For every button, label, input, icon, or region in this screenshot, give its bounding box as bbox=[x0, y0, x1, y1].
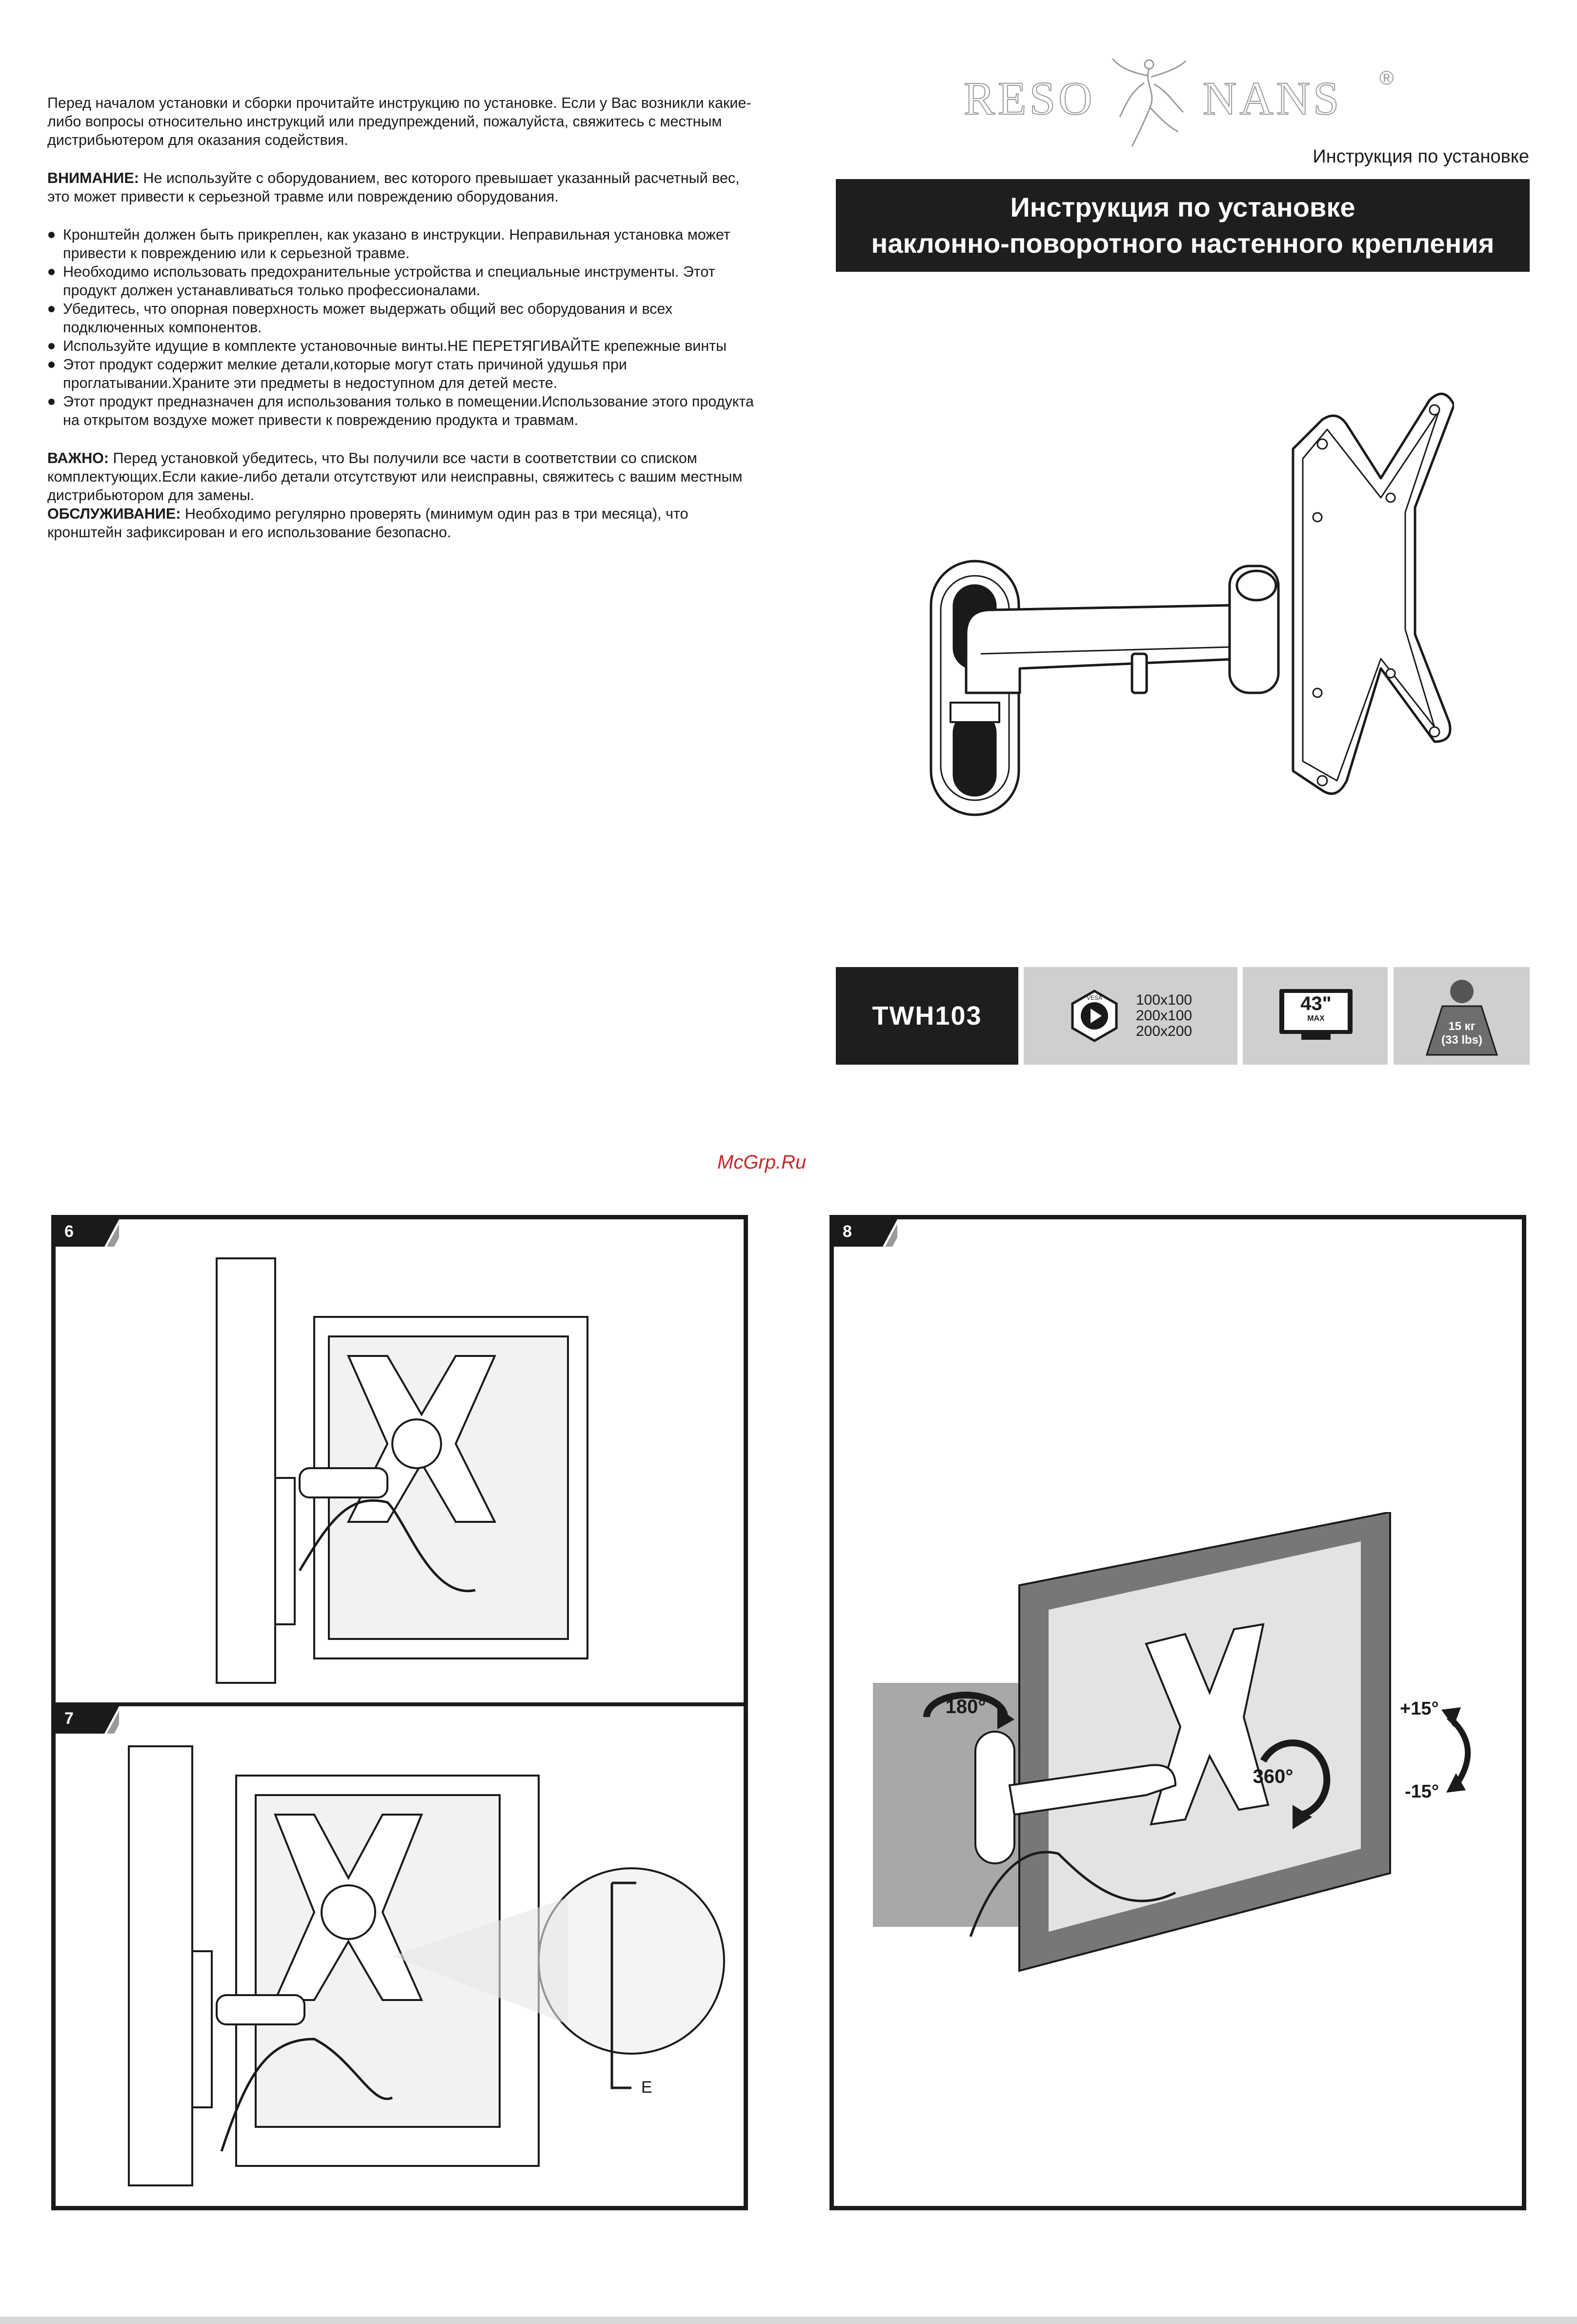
safety-item: Необходимо использовать предохранительны… bbox=[47, 263, 760, 300]
registered-mark: ® bbox=[1379, 67, 1394, 89]
intro-text: Перед началом установки и сборки прочита… bbox=[47, 94, 760, 561]
safety-item: Кронштейн должен быть прикреплен, как ук… bbox=[47, 225, 760, 263]
title-line-2: наклонно-поворотного настенного креплени… bbox=[871, 228, 1495, 259]
screen-size-value: 43" bbox=[1300, 993, 1332, 1014]
screen-size-max: MAX bbox=[1307, 1014, 1325, 1023]
watermark-text: McGrp.Ru bbox=[717, 1152, 807, 1173]
steps-6-7-panel: 6 7 bbox=[51, 1215, 748, 2210]
panel-divider bbox=[56, 1702, 744, 1706]
logo-text-left: RESO bbox=[963, 72, 1095, 125]
vesa-size: 100x100 bbox=[1136, 992, 1193, 1008]
weight-kg: 15 кг bbox=[1448, 1020, 1476, 1033]
vesa-size: 200x100 bbox=[1136, 1008, 1193, 1024]
intro-paragraph: Перед началом установки и сборки прочита… bbox=[47, 95, 751, 148]
weight-spec: 15 кг (33 lbs) bbox=[1394, 967, 1530, 1065]
step-7-tab bbox=[56, 1706, 119, 1734]
rotate-180-label: 180° bbox=[946, 1696, 986, 1718]
safety-item: Этот продукт содержит мелкие детали,кото… bbox=[47, 355, 760, 392]
vesa-sizes: 100x100 200x100 200x200 bbox=[1136, 992, 1192, 1039]
tilt-down-label: -15° bbox=[1405, 1781, 1439, 1802]
safety-item: Убедитесь, что опорная поверхность может… bbox=[47, 300, 760, 337]
title-banner: Инструкция по установке наклонно-поворот… bbox=[836, 179, 1530, 272]
service-paragraph: ОБСЛУЖИВАНИЕ: Необходимо регулярно прове… bbox=[47, 505, 760, 542]
page-subtitle: Инструкция по установке bbox=[1313, 146, 1529, 167]
product-illustration bbox=[930, 392, 1454, 816]
safety-list: Кронштейн должен быть прикреплен, как ук… bbox=[47, 225, 760, 429]
title-line-1: Инструкция по установке bbox=[1010, 192, 1355, 222]
step-8-panel: 8 180° 360° +15° -15° bbox=[829, 1215, 1526, 2210]
warning-paragraph: ВНИМАНИЕ: Не используйте с оборудованием… bbox=[47, 169, 760, 206]
model-badge: TWH103 bbox=[836, 967, 1018, 1065]
safety-item: Используйте идущие в комплекте установоч… bbox=[47, 337, 760, 355]
service-text: Необходимо регулярно проверять (минимум … bbox=[47, 505, 688, 541]
vesa-size: 200x200 bbox=[1136, 1023, 1193, 1039]
tv-screen-icon: 43" MAX bbox=[1279, 989, 1353, 1034]
warning-label: ВНИМАНИЕ: bbox=[47, 170, 139, 186]
dancer-logo-icon bbox=[1112, 58, 1187, 147]
logo-text-right: NANS bbox=[1202, 72, 1342, 125]
step-8-illustration: 180° 360° +15° -15° bbox=[873, 1512, 1471, 1972]
service-label: ОБСЛУЖИВАНИЕ: bbox=[47, 505, 181, 522]
bottom-edge bbox=[0, 2317, 1577, 2324]
step-6-tab bbox=[56, 1219, 119, 1247]
safety-item: Этот продукт предназначен для использова… bbox=[47, 392, 760, 429]
step-7-illustration: E bbox=[128, 1745, 725, 2186]
important-paragraph: ВАЖНО: Перед установкой убедитесь, что В… bbox=[47, 449, 760, 505]
brand-logo: RESO NANS ® bbox=[963, 54, 1403, 151]
weight-icon bbox=[1425, 980, 1498, 1056]
step-7-number: 7 bbox=[64, 1709, 74, 1728]
important-label: ВАЖНО: bbox=[47, 450, 109, 466]
vesa-spec: VESA 100x100 200x100 200x200 bbox=[1024, 967, 1237, 1065]
step-6-number: 6 bbox=[64, 1222, 74, 1241]
rotate-360-label: 360° bbox=[1253, 1766, 1294, 1787]
hex-key-label: E bbox=[641, 2078, 652, 2097]
important-text: Перед установкой убедитесь, что Вы получ… bbox=[47, 450, 743, 504]
tv-stand-icon bbox=[1301, 1034, 1331, 1040]
tilt-up-label: +15° bbox=[1400, 1698, 1439, 1719]
warning-text: Не используйте с оборудованием, вес кото… bbox=[47, 170, 740, 205]
vesa-hexagon-icon: VESA bbox=[1071, 990, 1118, 1042]
step-8-tab bbox=[834, 1219, 897, 1247]
vesa-badge-text: VESA bbox=[1087, 994, 1102, 1001]
weight-lbs: (33 lbs) bbox=[1441, 1033, 1483, 1047]
screen-size-spec: 43" MAX bbox=[1243, 967, 1388, 1065]
step-8-number: 8 bbox=[843, 1222, 852, 1241]
step-6-illustration bbox=[216, 1257, 588, 1684]
